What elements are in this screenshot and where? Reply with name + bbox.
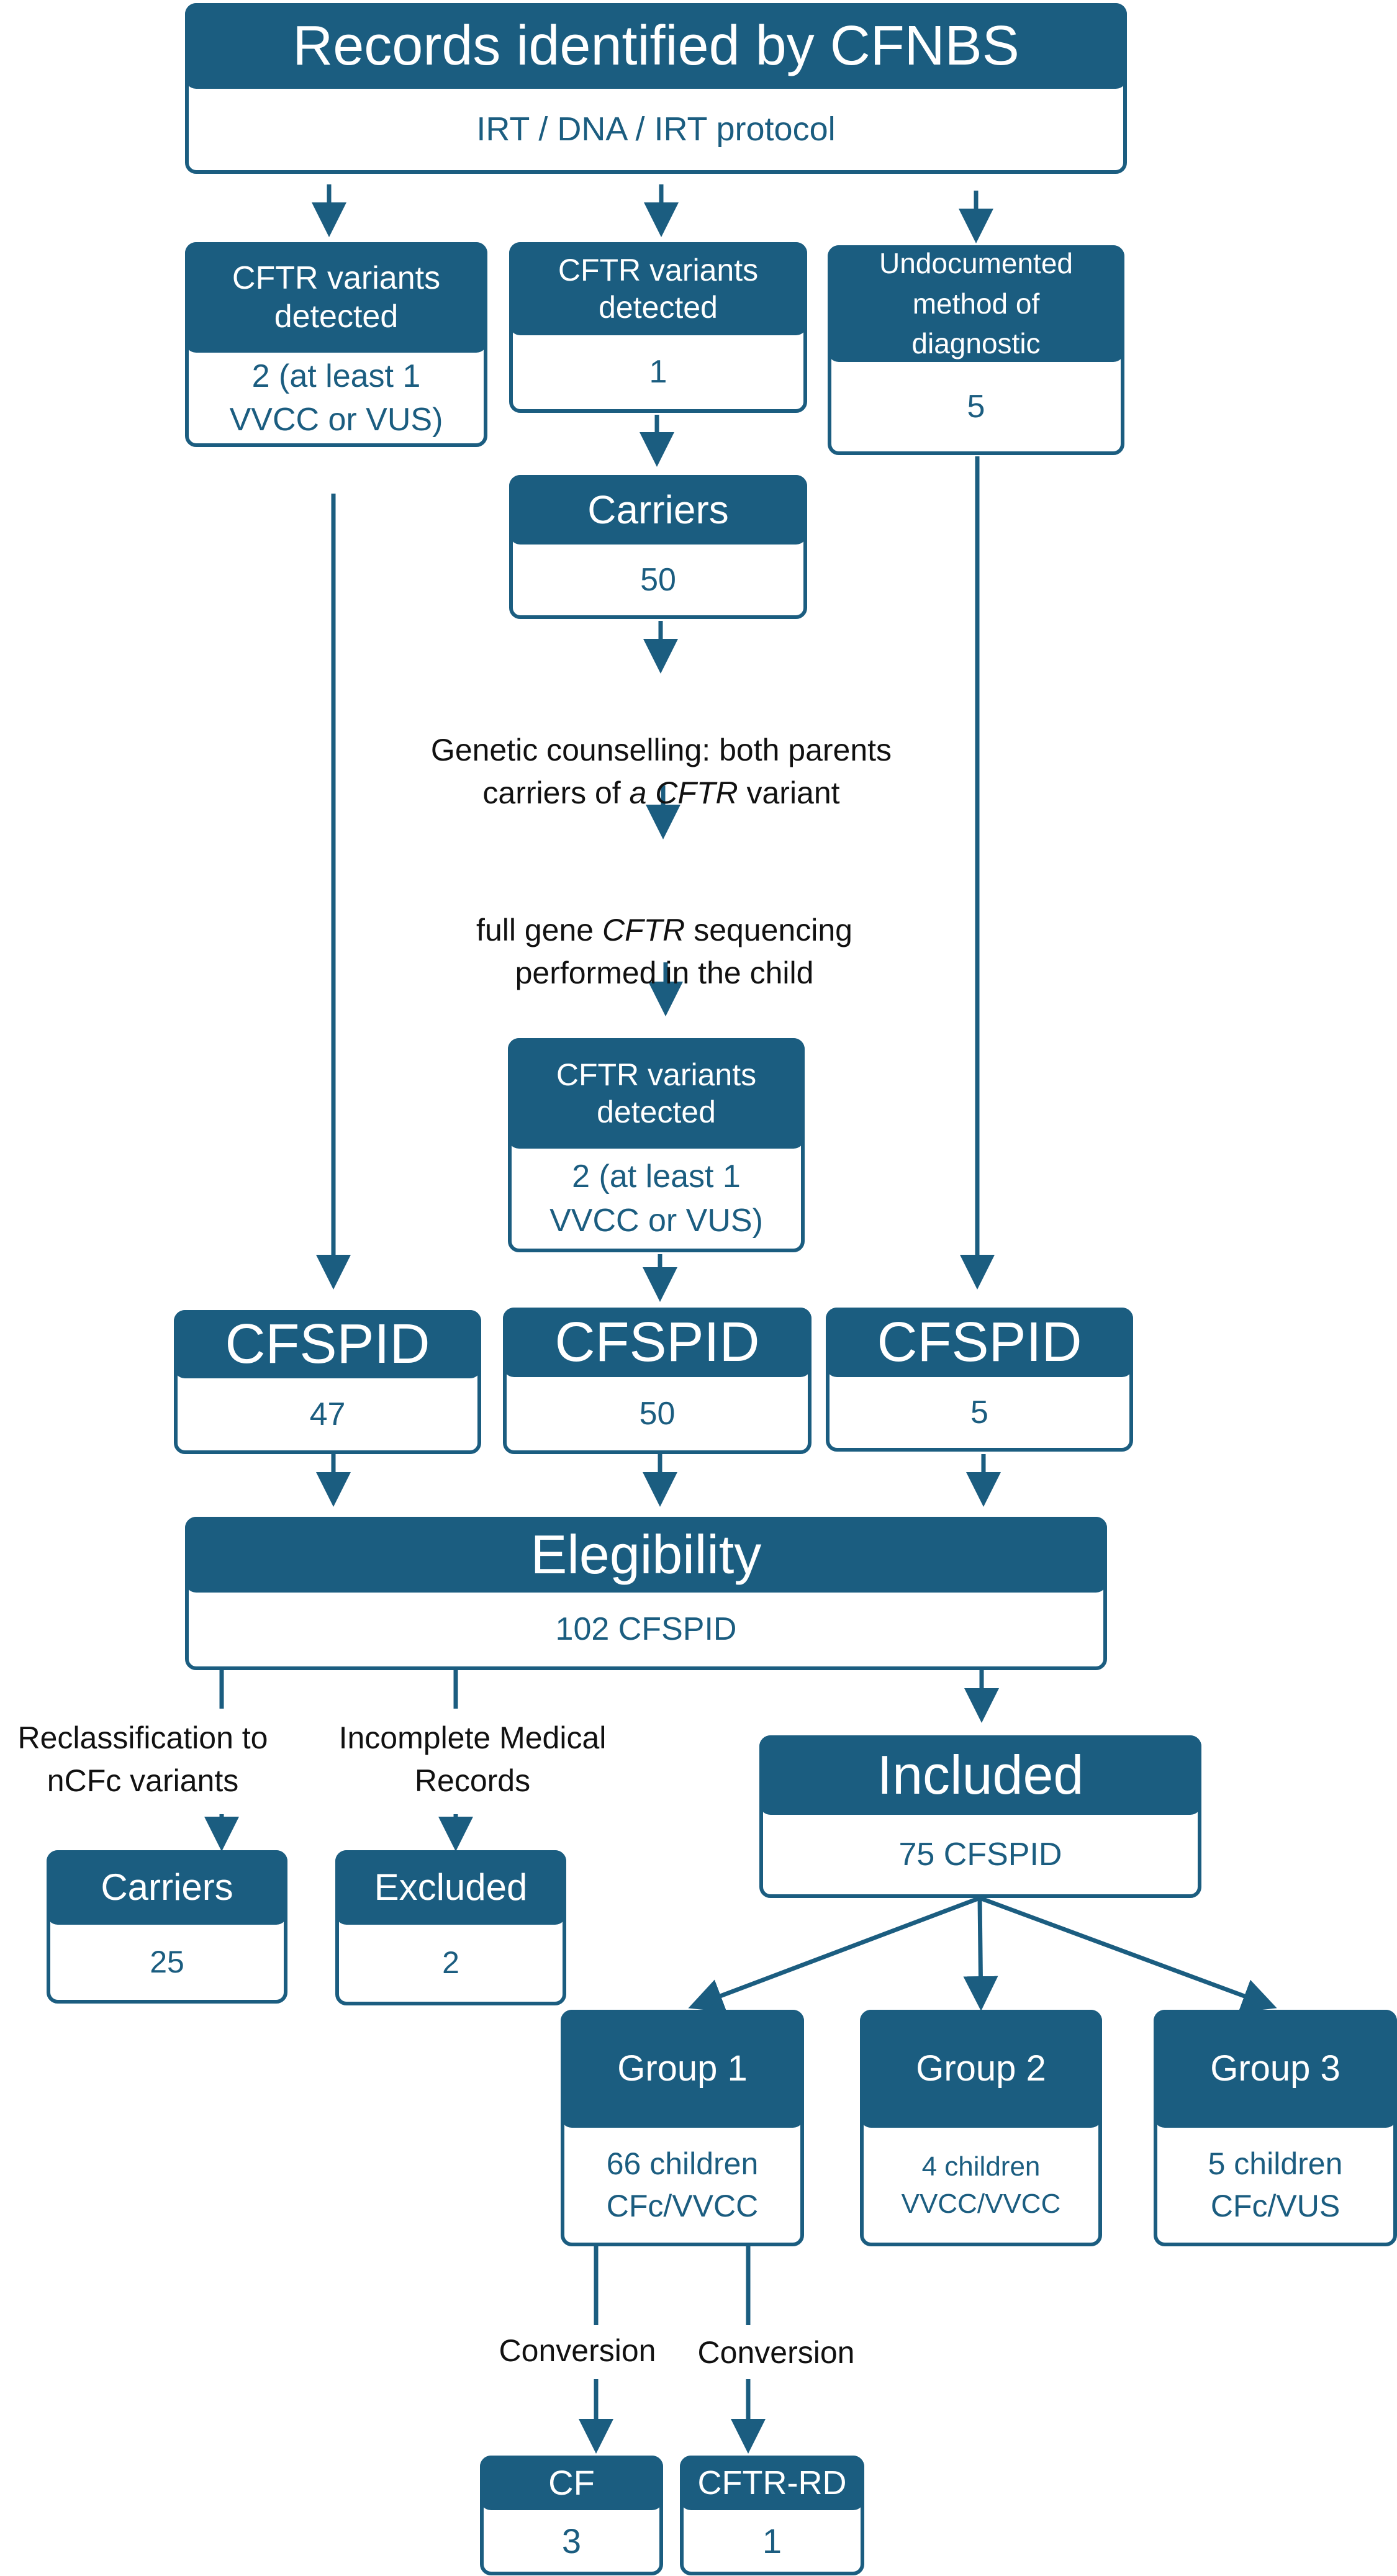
undocumented-box: Undocumented method of diagnostic 5 [828,245,1124,455]
excluded-box: Excluded 2 [335,1850,566,2005]
included-box: Included 75 CFSPID [759,1735,1201,1898]
records-title: Records identified by CFNBS [185,3,1127,89]
variants-mid-box: CFTR variants detected 1 [509,242,807,413]
eligibility-box: Elegibility 102 CFSPID [185,1517,1107,1670]
cftr-rd-count: 1 [762,2521,782,2560]
group3-box: Group 3 5 children CFc/VUS [1154,2010,1397,2246]
cfspid-right-count: 5 [970,1394,988,1430]
arrow-included-to-group2 [963,1897,998,2011]
excluded-count: 2 [442,1945,459,1981]
cftr-rd-box: CFTR-RD 1 [680,2456,864,2575]
arrow-included-to-group1 [688,1896,981,2012]
cfspid-left-box: CFSPID 47 [174,1310,481,1454]
conversion-label-1: Conversion [499,2333,656,2368]
group1-detail: 66 children CFc/VVCC [606,2146,759,2223]
variants-left-count: 2 (at least 1 VVCC or VUS) [229,358,443,438]
group2-box: Group 2 4 children VVCC/VVCC [860,2010,1102,2246]
incomplete-records-label: Incomplete Medical Records [338,1720,607,1798]
variants-after-title: CFTR variants detected [508,1038,805,1149]
variants-left-box: CFTR variants detected 2 (at least 1 VVC… [185,242,487,447]
group2-title: Group 2 [860,2010,1102,2128]
records-box: Records identified by CFNBS IRT / DNA / … [185,3,1127,174]
cf-title: CF [480,2456,663,2510]
cfspid-left-title: CFSPID [174,1310,481,1378]
group3-detail: 5 children CFc/VUS [1208,2146,1343,2223]
cfspid-right-box: CFSPID 5 [826,1308,1133,1452]
carriers-out-count: 25 [150,1944,184,1979]
undocumented-count: 5 [967,388,985,425]
cf-box: CF 3 [480,2456,663,2575]
carriers-mid-count: 50 [640,561,676,598]
cf-count: 3 [561,2521,582,2560]
variants-after-box: CFTR variants detected 2 (at least 1 VVC… [508,1038,805,1252]
variants-left-title: CFTR variants detected [185,242,487,353]
arrow-included-to-group3 [979,1896,1277,2013]
cfspid-mid-count: 50 [639,1395,676,1432]
included-title: Included [759,1735,1201,1815]
variants-after-count: 2 (at least 1 VVCC or VUS) [549,1159,763,1239]
group3-title: Group 3 [1154,2010,1397,2128]
reclassification-label: Reclassification to nCFc variants [17,1720,268,1798]
carriers-out-title: Carriers [47,1850,287,1925]
cfspid-right-title: CFSPID [826,1308,1133,1377]
cfspid-mid-box: CFSPID 50 [503,1308,812,1454]
variants-mid-count: 1 [649,354,667,391]
records-protocol: IRT / DNA / IRT protocol [476,111,836,148]
cfspid-mid-title: CFSPID [503,1308,812,1377]
eligibility-title: Elegibility [185,1517,1107,1593]
carriers-out-box: Carriers 25 [47,1850,287,2004]
undocumented-title: Undocumented method of diagnostic [828,245,1124,362]
group2-detail: 4 children VVCC/VVCC [901,2151,1061,2219]
included-count: 75 CFSPID [898,1836,1062,1873]
group1-title: Group 1 [561,2010,804,2128]
excluded-title: Excluded [335,1850,566,1925]
conversion-label-2: Conversion [697,2335,855,2370]
eligibility-count: 102 CFSPID [555,1611,737,1648]
group1-box: Group 1 66 children CFc/VVCC [561,2010,804,2246]
cftr-rd-title: CFTR-RD [680,2456,864,2510]
variants-mid-title: CFTR variants detected [509,242,807,335]
cfspid-left-count: 47 [309,1396,346,1432]
carriers-mid-box: Carriers 50 [509,475,807,619]
carriers-mid-title: Carriers [509,475,807,545]
